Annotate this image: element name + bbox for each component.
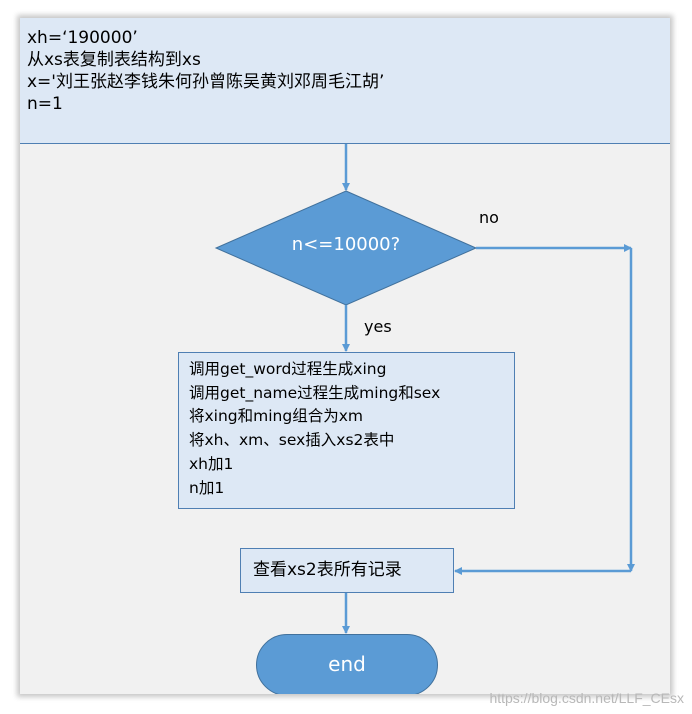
end-terminal: end — [256, 634, 438, 694]
process-line-3: 将xing和ming组合为xm — [189, 407, 363, 426]
init-line-1: xh=‘190000’ — [27, 28, 138, 48]
init-block: xh=‘190000’ 从xs表复制表结构到xs x='刘王张赵李钱朱何孙曾陈吴… — [20, 18, 670, 144]
process-line-6: n加1 — [189, 478, 225, 497]
flow-connectors — [214, 144, 635, 634]
watermark-text: https://blog.csdn.net/LLF_CEsx — [489, 690, 684, 706]
yes-label: yes — [364, 317, 392, 336]
process-line-5: xh加1 — [189, 454, 234, 473]
process-line-1: 调用get_word过程生成xing — [189, 360, 387, 378]
process-line-4: 将xh、xm、sex插入xs2表中 — [189, 431, 395, 450]
decision-text: n<=10000? — [291, 234, 401, 255]
init-line-2: 从xs表复制表结构到xs — [27, 50, 201, 70]
flowchart-frame: xh=‘190000’ 从xs表复制表结构到xs x='刘王张赵李钱朱何孙曾陈吴… — [20, 18, 670, 694]
view-records-block: 查看xs2表所有记录 — [240, 548, 454, 593]
init-line-4: n=1 — [27, 94, 63, 114]
process-block: 调用get_word过程生成xing 调用get_name过程生成ming和se… — [178, 352, 515, 509]
init-line-3: x='刘王张赵李钱朱何孙曾陈吴黄刘邓周毛江胡’ — [27, 72, 385, 92]
process-line-2: 调用get_name过程生成ming和sex — [189, 383, 441, 402]
no-label: no — [479, 208, 499, 227]
